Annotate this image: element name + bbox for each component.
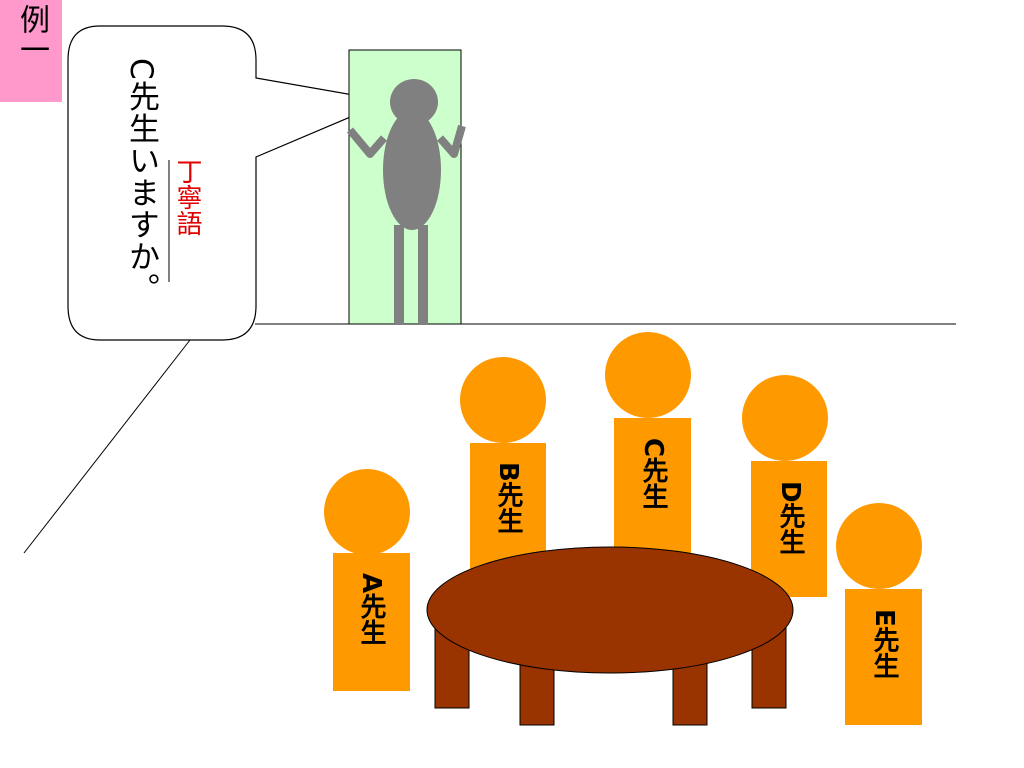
teacher-a-head	[324, 469, 410, 555]
teacher-d-body	[751, 461, 827, 597]
speech-bubble	[67, 25, 391, 341]
teacher-a-label: A先生	[356, 573, 386, 646]
teacher-a-body	[333, 553, 410, 691]
visitor-leg-right	[418, 225, 428, 324]
visitor-leg-left	[394, 225, 404, 324]
keigo-annotation: 丁寧語	[172, 158, 202, 236]
visitor-head	[390, 79, 438, 125]
example-label-text: 例一	[14, 4, 49, 64]
perspective-line	[23, 339, 191, 554]
teacher-e-head	[836, 503, 922, 589]
teacher-d-label: D先生	[775, 481, 805, 555]
visitor-arm-right	[436, 124, 466, 158]
speech-text: C先生いますか。	[123, 58, 159, 305]
visitor-body	[383, 110, 441, 230]
teacher-e-label: E先生	[869, 609, 899, 679]
visitor-figure	[346, 79, 466, 324]
table-top	[426, 546, 794, 674]
teacher-d-head	[742, 375, 828, 461]
teacher-e-body	[845, 589, 922, 725]
teacher-c-label: C先生	[638, 438, 668, 510]
example-label: 例一	[0, 0, 62, 102]
visitor-arm-left	[346, 127, 388, 158]
teacher-b-head	[460, 357, 546, 443]
teacher-b-label: B先生	[493, 462, 523, 534]
teacher-c-head	[605, 332, 691, 418]
